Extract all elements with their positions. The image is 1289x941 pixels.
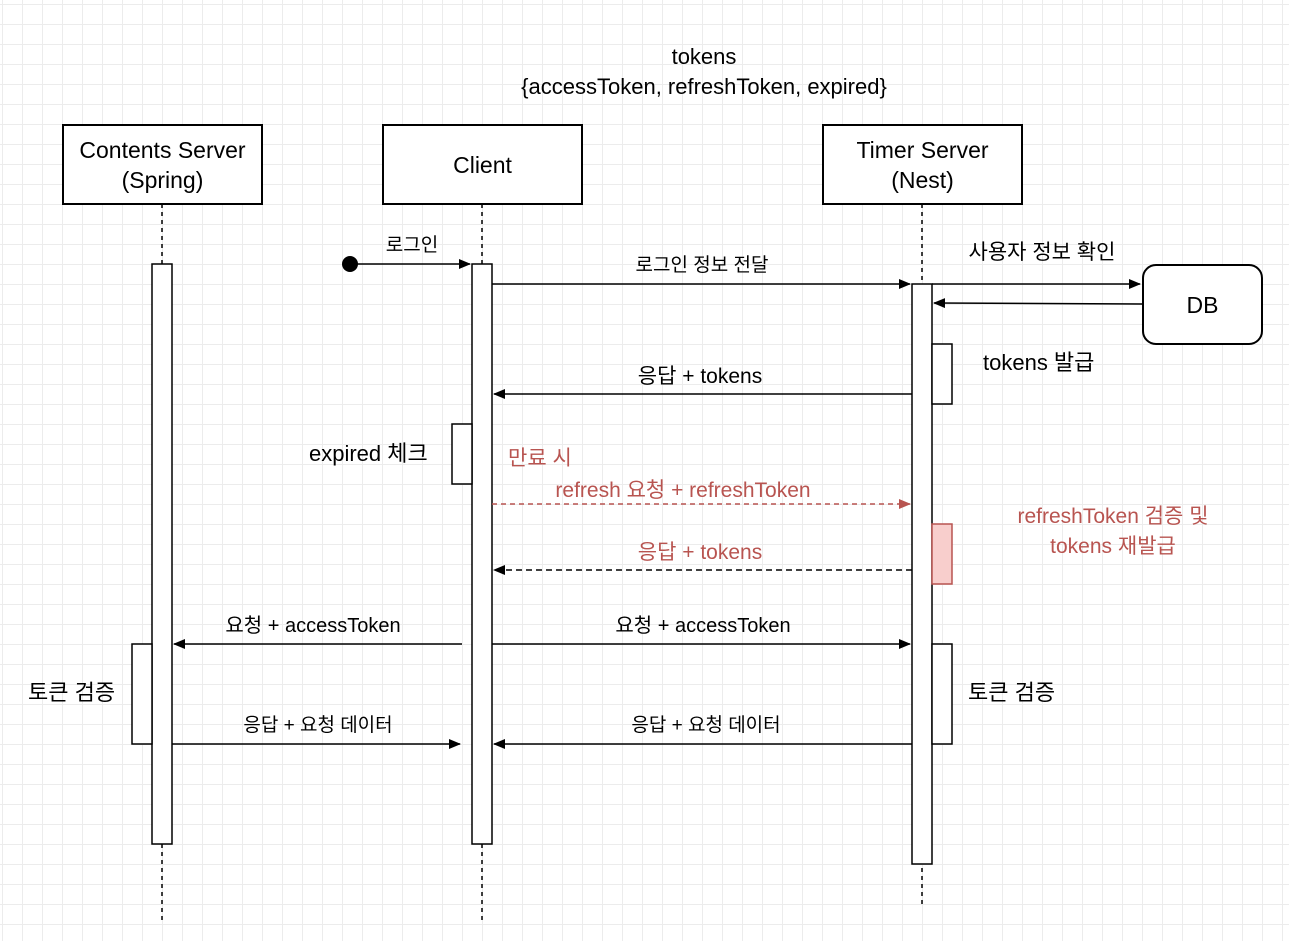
label-verify-contents: 토큰 검증 xyxy=(28,680,116,705)
participant-contents-name: Contents Server xyxy=(79,136,246,163)
label-resp-timer: 응답 + 요청 데이터 xyxy=(631,715,781,736)
participant-timer-name: Timer Server xyxy=(856,136,989,163)
participant-timer-framework: (Nest) xyxy=(891,166,954,193)
label-login-forward: 로그인 정보 전달 xyxy=(635,255,769,276)
participant-contents-framework: (Spring) xyxy=(121,166,204,193)
label-refresh-verify-1: refreshToken 검증 및 xyxy=(1017,505,1209,528)
label-expired-check: expired 체크 xyxy=(309,441,428,466)
activation-client xyxy=(471,263,493,845)
tokens-note-fields: {accessToken, refreshToken, expired} xyxy=(521,74,887,99)
db-label: DB xyxy=(1186,291,1219,318)
label-req-contents: 요청 + accessToken xyxy=(225,615,401,637)
participant-contents-server: Contents Server (Spring) xyxy=(62,124,263,205)
arrow-from-db xyxy=(933,298,1143,309)
activation-verify-contents xyxy=(131,643,153,745)
label-tokens-issue: tokens 발급 xyxy=(983,350,1095,375)
activation-timer xyxy=(911,283,933,865)
activation-expired-check xyxy=(451,423,473,485)
participant-db: DB xyxy=(1142,264,1263,345)
label-refresh-request: refresh 요청 + refreshToken xyxy=(555,479,811,502)
label-login: 로그인 xyxy=(385,235,439,256)
label-user-check: 사용자 정보 확인 xyxy=(968,241,1116,264)
activation-refresh-verify xyxy=(931,523,953,585)
participant-client: Client xyxy=(382,124,583,205)
tokens-note-title: tokens xyxy=(671,44,737,69)
label-on-expire: 만료 시 xyxy=(508,447,572,470)
participant-timer-server: Timer Server (Nest) xyxy=(822,124,1023,205)
activation-tokens-issue xyxy=(931,343,953,405)
label-req-timer: 요청 + accessToken xyxy=(615,615,791,637)
participant-client-name: Client xyxy=(453,151,512,178)
label-resp-contents: 응답 + 요청 데이터 xyxy=(243,715,393,736)
activation-contents xyxy=(151,263,173,845)
label-response-tokens: 응답 + tokens xyxy=(637,365,763,388)
activation-verify-timer xyxy=(931,643,953,745)
label-refresh-response: 응답 + tokens xyxy=(637,541,763,564)
label-refresh-verify-2: tokens 재발급 xyxy=(1050,535,1176,558)
label-verify-timer: 토큰 검증 xyxy=(968,680,1056,705)
